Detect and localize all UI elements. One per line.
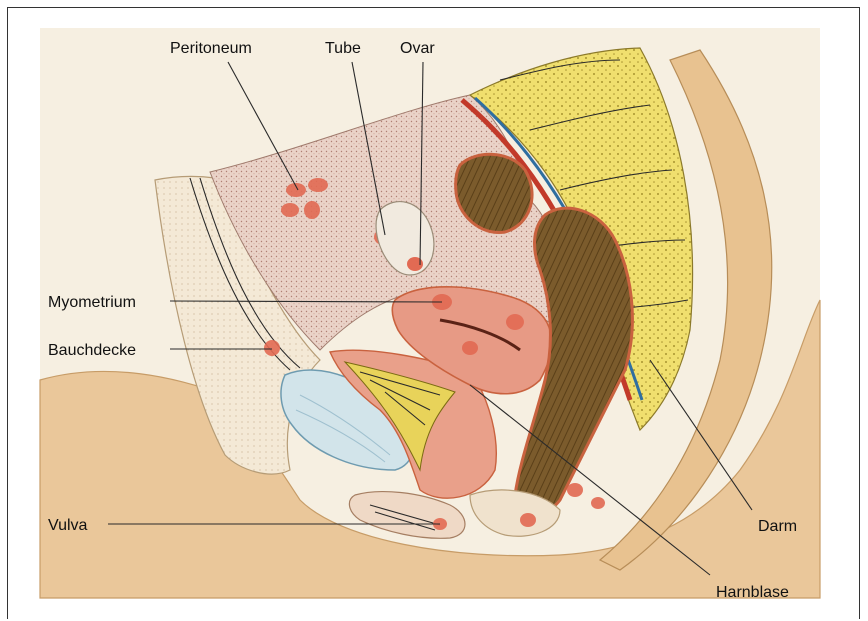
label-tube: Tube — [325, 40, 361, 57]
label-peritoneum: Peritoneum — [170, 40, 252, 57]
label-vulva: Vulva — [48, 517, 88, 534]
label-ovar: Ovar — [400, 40, 435, 57]
label-myometrium: Myometrium — [48, 294, 136, 311]
label-darm: Darm — [758, 518, 797, 535]
label-harnblase: Harnblase — [716, 584, 789, 601]
label-bauchdecke: Bauchdecke — [48, 342, 136, 359]
